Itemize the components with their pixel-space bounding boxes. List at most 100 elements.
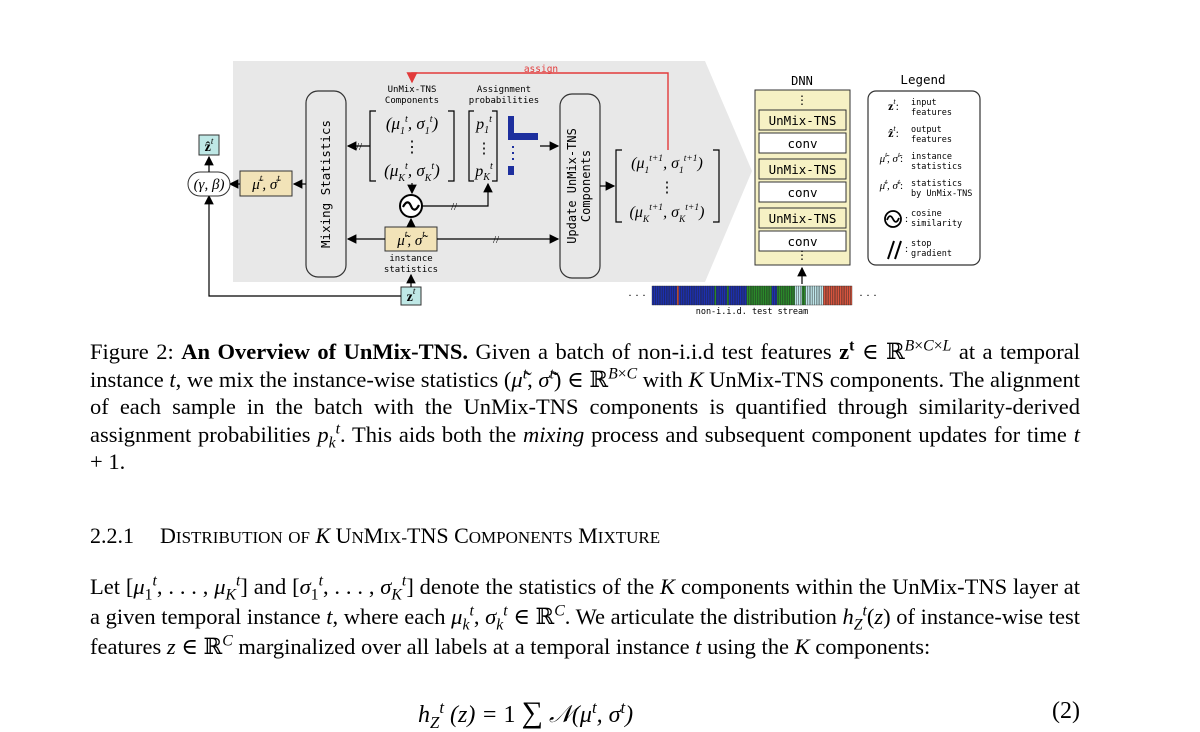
stream-sample bbox=[817, 285, 821, 306]
stream-sample bbox=[757, 285, 760, 306]
stream-sample bbox=[835, 285, 838, 306]
stream-sample bbox=[750, 285, 753, 306]
section-title: DISTRIBUTION OF K UNMIX-TNS COMPONENTS M… bbox=[160, 523, 661, 548]
stream-sample bbox=[726, 285, 729, 306]
stream-sample bbox=[766, 285, 769, 306]
unmix-tns-layer bbox=[758, 158, 847, 180]
stream-label: non-i.i.d. test stream bbox=[696, 307, 809, 317]
stream-sample bbox=[694, 285, 697, 306]
stream-sample bbox=[725, 285, 728, 306]
stream-sample bbox=[755, 285, 758, 306]
mixing-statistics-box: Mixing Statistics bbox=[305, 90, 347, 278]
stream-sample bbox=[807, 285, 810, 306]
legend-item-text: output bbox=[911, 125, 942, 135]
svg-text::: : bbox=[905, 243, 908, 255]
legend-item-text: statistics bbox=[911, 179, 962, 189]
updated-components-matrix: (μ1t+1, σ1t+1) ⋮ (μKt+1, σKt+1) bbox=[615, 149, 720, 225]
stream-sample bbox=[828, 285, 831, 306]
unmix-statistics-symbol: μ̄t, σ̄t: bbox=[879, 178, 903, 192]
legend-item-text: input bbox=[911, 98, 937, 108]
stream-sample bbox=[721, 285, 724, 306]
stream-sample bbox=[803, 285, 806, 306]
caption-text: . bbox=[119, 449, 126, 474]
stream-sample bbox=[744, 285, 747, 306]
stream-sample bbox=[701, 285, 704, 306]
para-text: . We articulate the distribution bbox=[564, 604, 843, 629]
affine-params: (γ, β) bbox=[187, 171, 231, 197]
assign-prob-title-2: probabilities bbox=[469, 96, 539, 106]
svg-text:⋮: ⋮ bbox=[796, 248, 808, 262]
stream-sample bbox=[764, 285, 767, 306]
legend-stop-gradient-icon: : bbox=[887, 240, 908, 260]
svg-text:⋮: ⋮ bbox=[796, 93, 808, 107]
mixing-statistics-label: Mixing Statistics bbox=[318, 120, 333, 248]
legend-item-text: instance bbox=[911, 152, 952, 162]
caption-mixing: mixing bbox=[523, 421, 585, 447]
stream-sample bbox=[791, 285, 794, 306]
stream-sample bbox=[657, 285, 660, 306]
legend-item-text: stop bbox=[911, 239, 931, 249]
stream-sample bbox=[658, 285, 662, 306]
stream-sample bbox=[844, 285, 847, 306]
assign-label: assign bbox=[524, 64, 558, 75]
stream-sample bbox=[685, 285, 688, 306]
stream-sample bbox=[671, 285, 674, 306]
stream-sample bbox=[776, 285, 779, 306]
dnn-layer-label: UnMix-TNS bbox=[769, 162, 837, 177]
conv-layer bbox=[758, 181, 847, 203]
stream-sample bbox=[714, 285, 717, 306]
caption-text: , we mix the instance-wise statistics bbox=[175, 366, 504, 392]
stream-sample bbox=[833, 285, 837, 306]
stream-sample bbox=[716, 285, 719, 306]
stream-sample bbox=[691, 285, 694, 306]
figure-caption: Figure 2: An Overview of UnMix-TNS. Give… bbox=[90, 337, 1081, 474]
stream-sample bbox=[841, 285, 844, 306]
stream-sample bbox=[789, 285, 792, 306]
stream-sample bbox=[666, 285, 669, 306]
stream-sample bbox=[700, 285, 703, 306]
legend: Legend zt: ẑt: μ̃t, σ̃t: μ̄t, σ̄t: : : i… bbox=[867, 72, 981, 266]
stream-sample bbox=[689, 285, 692, 306]
test-stream bbox=[651, 285, 853, 306]
caption-text: UnMix-TNS components. The alignment of e… bbox=[90, 366, 1081, 447]
legend-title: Legend bbox=[900, 72, 945, 87]
components-matrix: (μ1t, σ1t) ⋮ (μKt, σKt) bbox=[369, 110, 455, 184]
assign-arrow: assign bbox=[406, 64, 669, 150]
stream-sample bbox=[696, 285, 699, 306]
legend-item-text: features bbox=[911, 135, 952, 145]
dnn-layer-label: conv bbox=[787, 234, 817, 249]
para-text: and bbox=[247, 574, 293, 599]
dnn-layer-label: conv bbox=[787, 185, 817, 200]
stream-sample bbox=[792, 285, 796, 306]
stream-sample bbox=[687, 285, 690, 306]
stream-sample bbox=[746, 285, 749, 306]
update-label-1: Update UnMix-TNS bbox=[565, 128, 579, 244]
stream-sample bbox=[758, 285, 762, 306]
pipeline-panel bbox=[233, 61, 752, 282]
stream-sample bbox=[667, 285, 671, 306]
svg-text:ẑt: ẑt bbox=[205, 136, 214, 155]
para-text: components: bbox=[809, 634, 931, 659]
para-text: , where each bbox=[332, 604, 452, 629]
stream-sample bbox=[767, 285, 771, 306]
equation-number: (2) bbox=[1052, 698, 1080, 724]
legend-cosine-icon: : bbox=[884, 210, 908, 228]
stream-sample bbox=[819, 285, 822, 306]
instance-stats-box: μ̃t, σ̃t bbox=[384, 226, 438, 252]
dnn-layer-label: UnMix-TNS bbox=[769, 211, 837, 226]
stream-sample bbox=[826, 285, 829, 306]
stream-sample bbox=[660, 285, 663, 306]
equation-2: hZt (z) = 1 ∑ 𝒩(μt, σt) (2) bbox=[0, 696, 1200, 731]
svg-text:(γ, β): (γ, β) bbox=[194, 177, 225, 193]
stream-sample bbox=[839, 285, 842, 306]
stream-sample bbox=[728, 285, 731, 306]
conv-layer bbox=[758, 132, 847, 154]
dnn-title: DNN bbox=[791, 74, 813, 88]
stream-sample bbox=[742, 285, 746, 306]
stream-sample bbox=[825, 285, 828, 306]
stream-sample bbox=[798, 285, 801, 306]
stream-sample bbox=[821, 285, 824, 306]
assign-prob-title-1: Assignment bbox=[477, 85, 531, 95]
stream-sample bbox=[805, 285, 808, 306]
